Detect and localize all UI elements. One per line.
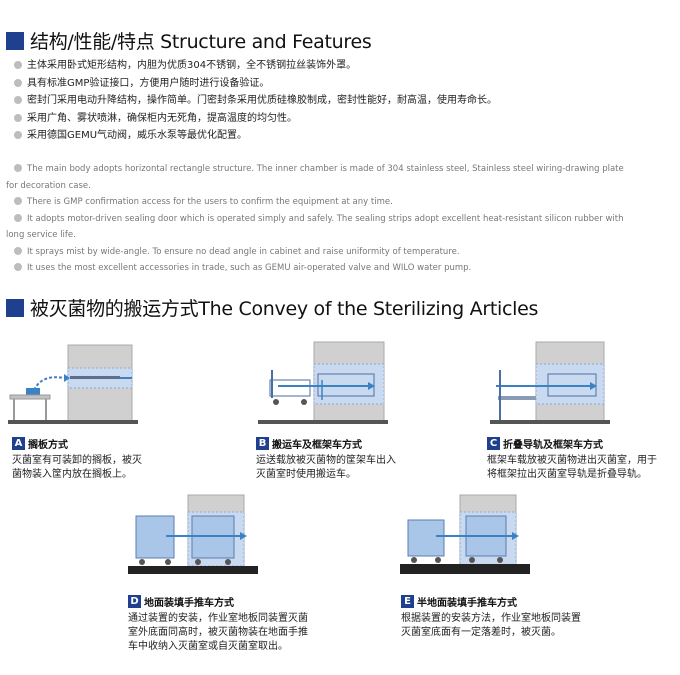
section-marker-icon (6, 298, 24, 317)
semi-floor-trolley (407, 519, 445, 557)
arrow-head-icon (240, 532, 247, 540)
method-title: 折叠导轨及框架车方式 (503, 440, 603, 451)
bullet-icon (14, 61, 22, 69)
load-arrow (33, 376, 65, 391)
features-en-list: The main body adopts horizontal rectangl… (6, 161, 676, 277)
folding-rail (498, 396, 536, 400)
list-item: 采用德国GEMU气动阀，威乐水泵等最优化配置。 (14, 127, 674, 145)
method-description: 通过装置的安装，作业室地板同装置灭菌室外底面同高时，被灭菌物装在地面手推车中收纳… (128, 613, 308, 652)
section-marker-icon (6, 31, 24, 50)
diagram-transport-cart-method (258, 341, 388, 424)
diagram-floor-trolley-method (128, 494, 258, 574)
basket (26, 388, 40, 395)
list-item: 密封门采用电动升降结构，操作简单。门密封条采用优质硅橡胶制成，密封性能好，耐高温… (14, 92, 674, 110)
diagram-shelf-method (8, 344, 138, 424)
bullet-icon (14, 113, 22, 122)
list-item: The main body adopts horizontal rectangl… (6, 161, 676, 178)
letter-badge: A (12, 437, 25, 450)
section-convey-heading: 被灭菌物的搬运方式The Convey of the Sterilizing A… (6, 294, 538, 321)
floor (8, 420, 138, 424)
diagram-folding-rail-method (490, 341, 610, 424)
features-cn-list: 主体采用卧式矩形结构，内胆为优质304不锈钢，全不锈钢拉丝装饰外罩。 具有标准G… (14, 57, 674, 145)
list-item: It sprays mist by wide-angle. To ensure … (6, 244, 676, 261)
list-item: It adopts motor-driven sealing door whic… (6, 211, 676, 228)
bullet-icon (14, 246, 22, 255)
bullet-icon (14, 263, 22, 271)
shelf (70, 376, 120, 379)
section-title: 结构/性能/特点 Structure and Features (30, 31, 372, 53)
bullet-icon (14, 164, 22, 172)
letter-badge: D (128, 595, 141, 608)
transport-cart (269, 379, 311, 397)
arrow-head-icon (64, 374, 70, 382)
bullet-icon (14, 96, 22, 104)
list-item-continuation: long service life. (6, 230, 76, 240)
list-item: 主体采用卧式矩形结构，内胆为优质304不锈钢，全不锈钢拉丝装饰外罩。 (14, 57, 674, 75)
work-table (9, 394, 51, 400)
bullet-icon (14, 213, 22, 222)
list-item: 具有标准GMP验证接口，方便用户随时进行设备验证。 (14, 75, 674, 93)
section-structure-features-heading: 结构/性能/特点 Structure and Features (6, 27, 372, 54)
floor (400, 564, 530, 574)
method-description: 根据装置的安装方法，作业室地板同装置灭菌室底面有一定落差时，被灭菌。 (401, 613, 581, 638)
sterilizer-chamber (313, 363, 385, 405)
method-description: 灭菌室有可装卸的搁板，被灭菌物装入筐内放在搁板上。 (12, 455, 142, 480)
method-title: 半地面装填手推车方式 (417, 598, 517, 609)
method-title: 搬运车及框架车方式 (272, 440, 362, 451)
method-title: 地面装填手推车方式 (144, 598, 234, 609)
letter-badge: B (256, 437, 269, 450)
diagram-semi-floor-trolley-method (400, 494, 530, 574)
list-item: There is GMP confirmation access for the… (6, 194, 676, 211)
section-title: 被灭菌物的搬运方式The Convey of the Sterilizing A… (30, 298, 539, 320)
list-item: 采用广角、雾状喷淋，确保柜内无死角，提高温度的均匀性。 (14, 110, 674, 128)
method-description: 运送载放被灭菌物的筐架车出入灭菌室时使用搬运车。 (256, 455, 396, 480)
sterilizer-chamber (535, 363, 605, 405)
arrow-head-icon (512, 532, 519, 540)
method-title: 搁板方式 (28, 440, 68, 451)
arrow-head-icon (368, 382, 375, 390)
bullet-icon (14, 197, 22, 205)
arrow-head-icon (590, 382, 597, 390)
floor (128, 566, 258, 574)
floor (490, 420, 610, 424)
list-item-continuation: for decoration case. (6, 180, 91, 191)
letter-badge: C (487, 437, 500, 450)
bullet-icon (14, 78, 22, 87)
floor (258, 420, 388, 424)
bullet-icon (14, 131, 22, 139)
list-item: It uses the most excellent accessories i… (6, 260, 676, 277)
method-description: 框架车载放被灭菌物进出灭菌室，用于将框架拉出灭菌室导轨是折叠导轨。 (487, 455, 657, 480)
letter-badge: E (401, 595, 414, 608)
